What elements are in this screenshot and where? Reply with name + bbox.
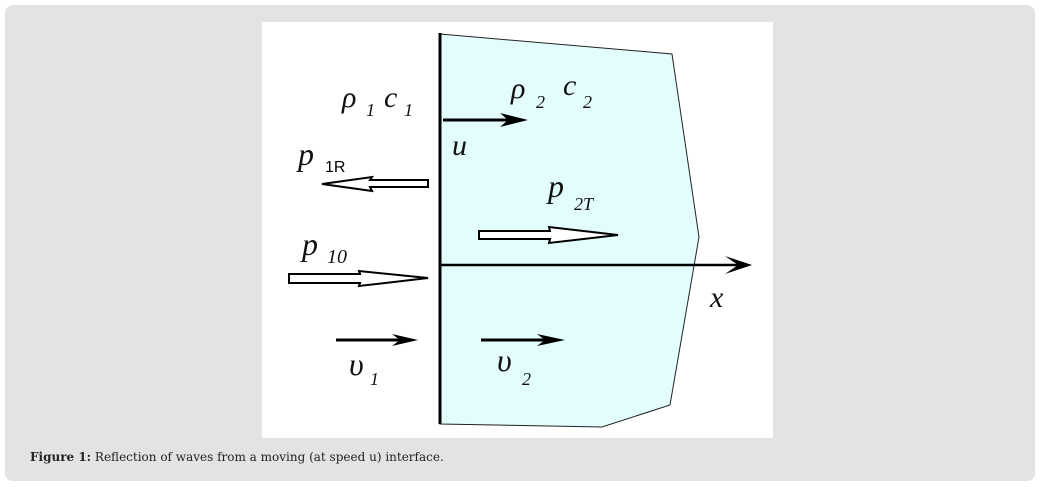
p1R-label: p [296,136,314,172]
c2-subscript: 2 [583,92,592,112]
p2T-subscript: 2T [574,194,595,214]
figure-caption: Figure 1: Reflection of waves from a mov… [30,450,444,464]
v1-subscript: 1 [370,369,379,389]
rho2-subscript: 2 [536,92,545,112]
c1-label: c [384,81,397,114]
wave-reflection-diagram: ρ 1 c 1 ρ 2 c 2 u p 1R p 2T p 10 υ 1 υ 2… [288,33,752,428]
p10-label: p [300,226,318,262]
caption-label: Figure 1: [30,450,92,464]
c2-label: c [563,69,576,102]
figure-image: ρ 1 c 1 ρ 2 c 2 u p 1R p 2T p 10 υ 1 υ 2… [262,22,773,438]
v2-subscript: 2 [522,369,531,389]
u-label: u [452,129,467,162]
p2T-label: p [546,168,564,204]
v1-arrow [336,334,418,346]
rho2-label: ρ [510,72,525,105]
x-axis-arrowhead [725,256,752,274]
v2-label: υ [497,342,512,378]
p10-arrow [288,269,429,288]
p1R-arrow [321,175,429,193]
p2T-arrow [478,225,619,245]
v2-arrow [481,334,565,346]
c1-subscript: 1 [404,100,413,120]
p1R-subscript: 1R [325,159,345,176]
p10-subscript: 10 [327,246,347,268]
caption-text: Reflection of waves from a moving (at sp… [91,450,444,464]
rho1-subscript: 1 [366,100,375,120]
x-axis-label: x [709,281,724,314]
v1-label: υ [349,346,364,382]
rho1-label: ρ [341,81,356,114]
u-arrow [443,113,528,127]
